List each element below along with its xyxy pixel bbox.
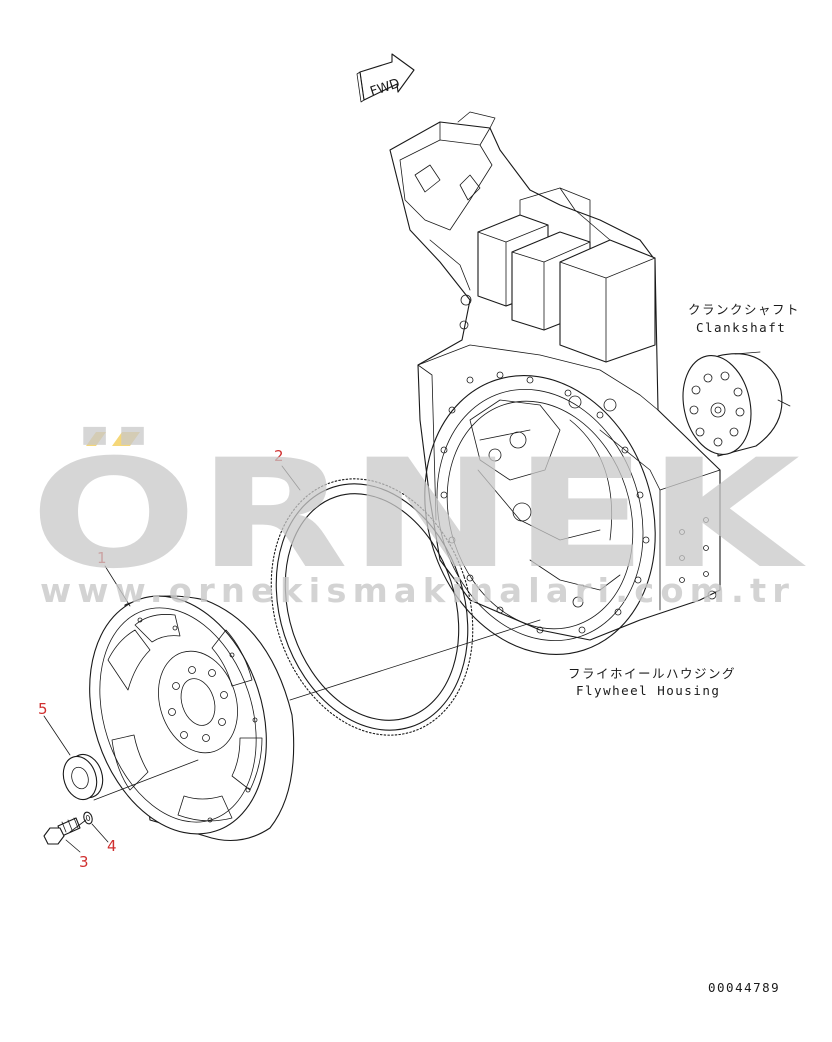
washer <box>83 811 93 825</box>
flywheel-housing <box>389 111 721 655</box>
housing-label-en: Flywheel Housing <box>576 683 720 698</box>
callout-1: 1 <box>97 549 107 567</box>
watermark-brand: ÖRNEK <box>30 426 806 602</box>
crankshaft-end <box>682 351 791 457</box>
figure-code: 00044789 <box>708 980 780 995</box>
watermark-url: www.ornekismakinalari.com.tr <box>40 571 795 610</box>
flywheel <box>89 595 295 841</box>
fwd-label: FWD <box>368 76 401 100</box>
fwd-arrow-icon: FWD <box>356 53 415 103</box>
watermark-accent-left <box>86 432 106 446</box>
assembly-lines <box>69 619 541 833</box>
housing-label-jp: フライホイールハウジング <box>568 666 736 681</box>
callout-4: 4 <box>107 837 117 855</box>
callout-3: 3 <box>79 853 89 871</box>
housing-bolt-holes <box>440 371 717 634</box>
bolt <box>43 817 81 845</box>
ring-gear <box>270 478 474 736</box>
crankshaft-label-jp: クランクシャフト <box>688 302 800 317</box>
oil-seal <box>62 753 104 801</box>
callout-2: 2 <box>274 447 284 465</box>
callout-leaders <box>43 465 301 853</box>
watermark: ÖRNEK www.ornekismakinalari.com.tr <box>30 426 806 610</box>
watermark-accent-right <box>112 432 140 446</box>
callout-5: 5 <box>38 700 48 718</box>
crankshaft-label-en: Clankshaft <box>696 320 786 335</box>
